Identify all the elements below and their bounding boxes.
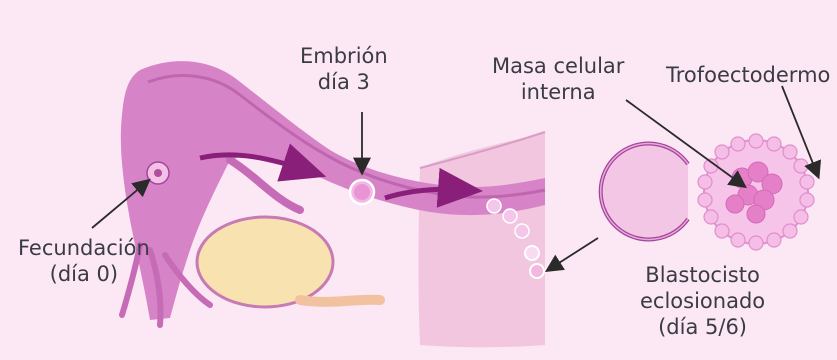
label-blasto-line-2: eclosionado xyxy=(640,288,765,314)
label-blasto-line-3: (día 5/6) xyxy=(640,314,765,340)
label-masa-celular: Masa celular interna xyxy=(492,53,624,105)
label-masa-line-1: Masa celular xyxy=(492,53,624,79)
label-fecundacion-line-1: Fecundación xyxy=(18,235,150,261)
label-embrion-line-2: día 3 xyxy=(300,69,388,95)
label-embrion-line-1: Embrión xyxy=(300,43,388,69)
embryo-day3 xyxy=(350,180,374,204)
label-fecundacion-line-2: (día 0) xyxy=(18,261,150,287)
label-embrion: Embrión día 3 xyxy=(300,43,388,95)
uterus xyxy=(419,132,546,347)
label-blastocisto: Blastocisto eclosionado (día 5/6) xyxy=(640,262,765,340)
zona-pellucida xyxy=(601,144,688,240)
label-trofo-line-1: Trofoectodermo xyxy=(666,62,830,88)
label-trofoectodermo: Trofoectodermo xyxy=(666,62,830,88)
pointer-blasto xyxy=(548,238,598,270)
fertilized-egg xyxy=(147,162,169,184)
label-masa-line-2: interna xyxy=(492,79,624,105)
label-blasto-line-1: Blastocisto xyxy=(640,262,765,288)
label-fecundacion: Fecundación (día 0) xyxy=(18,235,150,287)
ovary xyxy=(197,217,380,307)
hatched-blastocyst xyxy=(698,134,814,250)
